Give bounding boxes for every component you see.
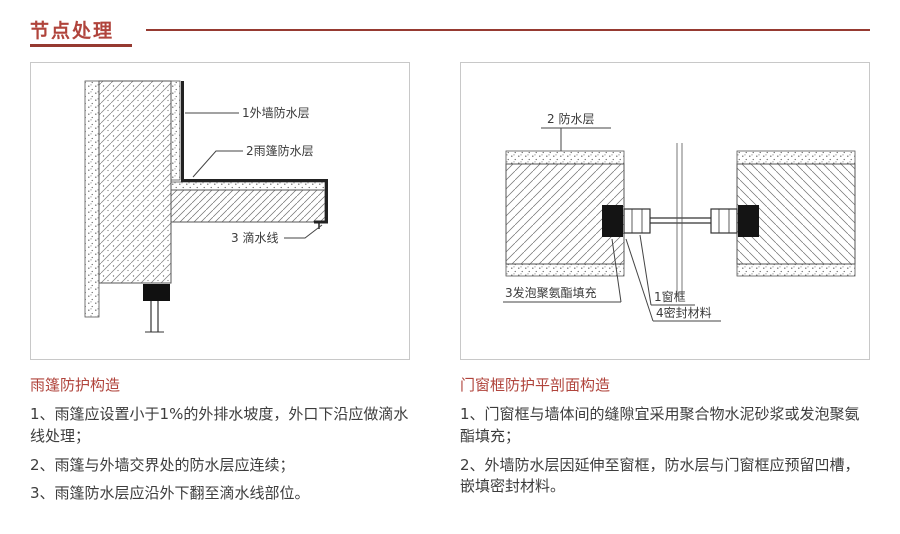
note-item: 3、雨篷防水层应沿外下翻至滴水线部位。 [30,484,310,503]
note-item: 2、雨篷与外墙交界处的防水层应连续； [30,455,295,474]
note-item: 1、雨篷应设置小于1%的外排水坡度，外口下沿应做滴水线处理； [30,405,409,445]
label-canopy-waterproof: 2雨篷防水层 [246,143,314,158]
page-title: 节点处理 [30,20,115,42]
canopy-diagram-callouts: 1外墙防水层 2雨篷防水层 3 滴水线 [185,105,323,245]
right-wall-plan [736,150,856,277]
window-frame-detail-diagram: 2 防水层 3发泡聚氨酯填充 1窗框 4密封材料 [460,62,870,360]
frame-profile-left [623,208,651,234]
sealant-block-left [602,205,623,237]
label-sealant: 4密封材料 [656,305,712,320]
content-columns: 1外墙防水层 2雨篷防水层 3 滴水线 雨篷防护构造 1、雨篷应设置小于1%的外… [30,62,870,512]
label-window-frame: 1窗框 [654,290,686,304]
note-item: 2、外墙防水层因延伸至窗框，防水层与门窗框应预留凹槽，嵌填密封材料。 [460,455,860,496]
note-item: 1、门窗框与墙体间的缝隙宜采用聚合物水泥砂浆或发泡聚氨酯填充； [460,405,860,445]
window-frame-below-canopy [143,284,170,333]
label-waterproof-layer: 2 防水层 [547,111,594,126]
canopy-detail-diagram: 1外墙防水层 2雨篷防水层 3 滴水线 [30,62,410,360]
section-heading-canopy: 雨篷防护构造 [30,376,121,394]
page-header: 节点处理 [30,10,870,56]
exterior-wall-section [84,80,184,318]
window-diagram-callouts: 2 防水层 3发泡聚氨酯填充 1窗框 4密封材料 [503,111,721,322]
window-assembly-plan [602,143,759,295]
canopy-section: 1外墙防水层 2雨篷防水层 3 滴水线 雨篷防护构造 1、雨篷应设置小于1%的外… [30,62,410,512]
sealant-block-right [738,205,759,237]
canopy-detail-svg: 1外墙防水层 2雨篷防水层 3 滴水线 [84,80,328,333]
label-foam-fill: 3发泡聚氨酯填充 [505,285,597,300]
window-frame-section: 2 防水层 3发泡聚氨酯填充 1窗框 4密封材料 [460,62,870,512]
page: 节点处理 [30,10,870,512]
canopy-slab [170,179,328,229]
window-frame-detail-svg: 2 防水层 3发泡聚氨酯填充 1窗框 4密封材料 [503,111,856,322]
label-wall-waterproof: 1外墙防水层 [242,105,310,120]
frame-profile-right [710,208,738,234]
label-drip-line: 3 滴水线 [231,230,278,245]
title-underline-rule [30,44,132,47]
section-heading-window-frame: 门窗框防护平剖面构造 [460,376,611,394]
header-rule [146,29,870,31]
